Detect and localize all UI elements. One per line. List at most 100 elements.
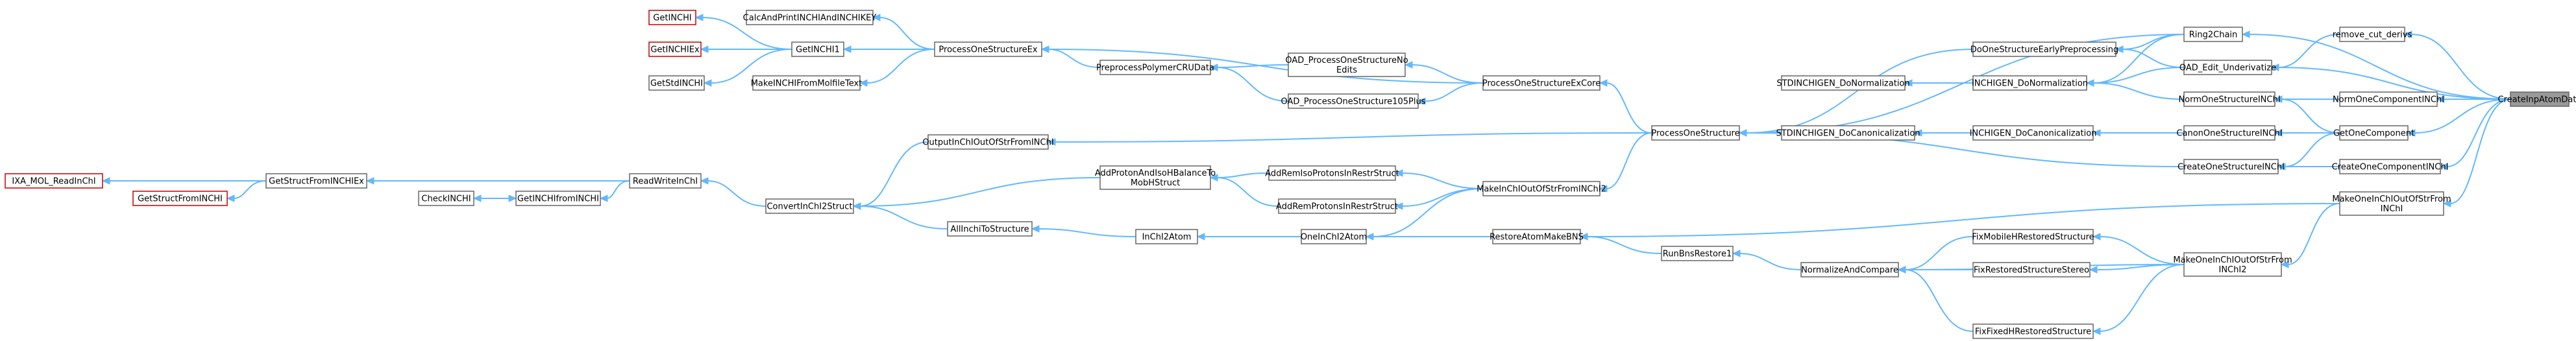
node-restoreatommakebns[interactable]: RestoreAtomMakeBNS <box>1490 229 1584 244</box>
node-ixa-mol-readinchi[interactable]: IXA_MOL_ReadInChI <box>5 173 103 189</box>
node-label: STDINCHIGEN_DoNormalization <box>1776 79 1909 89</box>
node-addremprotonsinrestrstruct[interactable]: AddRemProtonsInRestrStruct <box>1276 198 1398 214</box>
node-createinpatomdata[interactable]: CreateInpAtomData <box>2498 91 2576 107</box>
arrowhead <box>2277 163 2286 170</box>
node-doonestructureearlypreprocessing[interactable]: DoOneStructureEarlyPreprocessing <box>1970 41 2118 57</box>
node-remove-cut-derivs[interactable]: remove_cut_derivs <box>2333 27 2412 42</box>
node-label: MakeOneInChIOutOfStrFrom <box>2332 194 2451 204</box>
node-oad-edit-underivatize[interactable]: OAD_Edit_Underivatize <box>2179 60 2276 75</box>
node-box <box>2339 159 2441 174</box>
node-inchigen-docanonicalization[interactable]: INCHIGEN_DoCanonicalization <box>1970 125 2097 141</box>
node-getinchi1[interactable]: GetINCHI1 <box>791 41 844 57</box>
node-box <box>418 191 474 206</box>
node-processonestructureex[interactable]: ProcessOneStructureEx <box>934 41 1042 57</box>
node-outputinchioutofstrfrominchi[interactable]: OutputInChIOutOfStrFromINChI <box>922 134 1054 150</box>
arrowhead <box>1394 169 1403 177</box>
call-edge <box>1038 228 1136 237</box>
node-readwriteinchi[interactable]: ReadWriteInChI <box>629 173 702 189</box>
node-box <box>2183 27 2243 42</box>
node-label: CalcAndPrintINCHIAndINCHIKEY <box>743 14 877 23</box>
call-edges <box>101 14 2511 335</box>
node-getonecomponent[interactable]: GetOneComponent <box>2333 125 2414 141</box>
node-makeinchifrommolfiletext[interactable]: MakeINCHIFromMolfileText <box>751 75 863 91</box>
node-stdinchigen-docanonicalization[interactable]: STDINCHIGEN_DoCanonicalization <box>1776 125 1920 141</box>
node-label: AllInchiToStructure <box>950 225 1029 235</box>
arrowhead <box>2270 64 2279 71</box>
arrowhead <box>2092 327 2101 335</box>
arrowhead <box>1417 97 1426 105</box>
node-label: GetINCHI1 <box>796 45 840 55</box>
node-normalizeandcompare[interactable]: NormalizeAndCompare <box>1800 262 1899 277</box>
node-createonestructureinchi[interactable]: CreateOneStructureINChI <box>2177 159 2285 174</box>
node-makeinchioutofstrfrominchi2[interactable]: MakeInChIOutOfStrFromINChI2 <box>1477 181 1606 196</box>
node-oneinchi2atom[interactable]: OneInChI2Atom <box>1301 229 1367 244</box>
node-calcandprintinchiandinchikey[interactable]: CalcAndPrintINCHIAndINCHIKEY <box>743 10 877 25</box>
node-checkinchi[interactable]: CheckINCHI <box>418 191 474 206</box>
node-addremisoprotonsinrestrstruct[interactable]: AddRemIsoProtonsInRestrStruct <box>1265 165 1399 181</box>
node-getinchifrominchi[interactable]: GetINCHIfromINCHI <box>515 191 601 206</box>
node-fixrestoredstructurestereo[interactable]: FixRestoredStructureStereo <box>1972 262 2091 277</box>
node-box <box>1278 198 1396 214</box>
arrowhead <box>1732 250 1741 257</box>
arrowhead <box>2280 261 2289 268</box>
node-createonecomponentinchi[interactable]: CreateOneComponentINChI <box>2332 159 2449 174</box>
call-edge <box>879 17 935 50</box>
node-fixfixedhrestoredstructure[interactable]: FixFixedHRestoredStructure <box>1972 323 2094 339</box>
call-edge <box>2446 99 2511 167</box>
node-getinchiex[interactable]: GetINCHIEx <box>648 41 702 57</box>
node-box <box>1781 125 1915 141</box>
node-getstructfrominchiex[interactable]: GetStructFromINCHIEx <box>265 173 367 189</box>
node-box <box>1651 125 1740 141</box>
call-edge <box>1411 64 1484 84</box>
arrowhead <box>599 194 608 202</box>
node-box <box>515 191 601 206</box>
arrowhead <box>2407 129 2416 137</box>
node-convertinchi2struct[interactable]: ConvertInChI2Struct <box>765 198 854 214</box>
node-processonestructure[interactable]: ProcessOneStructure <box>1651 125 1740 141</box>
node-box <box>1661 246 1734 261</box>
call-edge <box>2092 34 2185 84</box>
node-preprocesspolymercrudata[interactable]: PreprocessPolymerCRUData <box>1096 60 1214 75</box>
node-canononestructureinchi[interactable]: CanonOneStructureINChI <box>2176 125 2283 141</box>
node-normonestructureinchi[interactable]: NormOneStructureINChI <box>2178 91 2281 107</box>
arrowhead <box>700 177 709 185</box>
node-runbnsrestore1[interactable]: RunBnsRestore1 <box>1661 246 1734 261</box>
arrowhead <box>2439 163 2448 170</box>
node-inchigen-donormalization[interactable]: INCHIGEN_DoNormalization <box>1972 75 2088 91</box>
node-getstdinchi[interactable]: GetStdINCHI <box>648 75 705 91</box>
node-label: GetINCHI <box>653 14 691 23</box>
node-box <box>1099 165 1211 190</box>
call-edge <box>1216 64 1289 68</box>
node-box <box>752 75 861 91</box>
call-edge <box>2277 34 2340 68</box>
call-edge <box>2281 99 2340 134</box>
arrowhead <box>1047 138 1056 146</box>
node-fixmobilehrestoredstructure[interactable]: FixMobileHRestoredStructure <box>1972 229 2094 244</box>
call-edge <box>859 206 948 229</box>
node-label: FixRestoredStructureStereo <box>1974 266 2089 276</box>
call-edge <box>2248 34 2511 100</box>
node-ring2chain[interactable]: Ring2Chain <box>2183 27 2243 42</box>
node-allinchitostructure[interactable]: AllInchiToStructure <box>947 221 1033 237</box>
arrowhead <box>1209 174 1218 182</box>
node-processonestructureexcore[interactable]: ProcessOneStructureExCore <box>1482 75 1601 91</box>
node-box <box>2339 125 2409 141</box>
node-stdinchigen-donormalization[interactable]: STDINCHIGEN_DoNormalization <box>1776 75 1910 91</box>
node-label: CanonOneStructureINChI <box>2176 129 2282 139</box>
node-getinchi[interactable]: GetINCHI <box>648 10 696 25</box>
node-oad-processonestructure105plus[interactable]: OAD_ProcessOneStructure105Plus <box>1281 93 1426 109</box>
call-edge <box>707 180 767 207</box>
arrowhead <box>1404 61 1413 69</box>
node-getstructfrominchi[interactable]: GetStructFromINCHI <box>132 191 228 206</box>
call-edge <box>606 180 630 199</box>
call-edge <box>1586 203 2340 237</box>
node-inchi2atom[interactable]: InChI2Atom <box>1135 229 1198 244</box>
node-box <box>265 173 367 189</box>
node-box <box>629 173 702 189</box>
call-edge <box>1745 49 1974 134</box>
node-normonecomponentinchi[interactable]: NormOneComponentINChI <box>2333 91 2444 107</box>
